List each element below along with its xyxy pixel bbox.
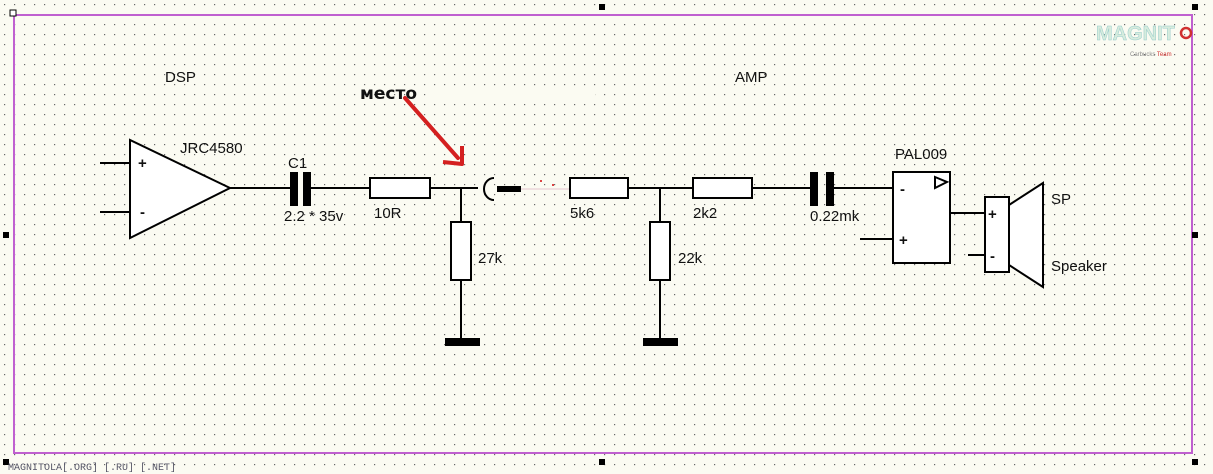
r4-value: 22k — [678, 250, 703, 267]
c2-value: 0.22mk — [810, 208, 860, 225]
amplifier-pal009[interactable]: - + — [892, 171, 951, 264]
opamp-jrc4580[interactable]: + - — [100, 138, 233, 240]
r1-value: 10R — [374, 205, 402, 222]
r2-value: 27k — [478, 250, 503, 267]
connector-plug[interactable] — [497, 186, 521, 192]
ground-symbol — [445, 338, 480, 346]
svg-text:MAGNIT: MAGNIT — [1096, 23, 1175, 45]
resistor-10r[interactable] — [369, 177, 431, 199]
speaker-name: SP — [1051, 191, 1071, 208]
opamp-plus: + — [138, 155, 147, 172]
amp-minus: - — [900, 181, 905, 198]
erased-marks — [540, 180, 554, 186]
resistor-27k[interactable] — [450, 221, 472, 281]
amp-plus: + — [899, 232, 908, 249]
resistor-2k2[interactable] — [692, 177, 753, 199]
erased-text — [430, 86, 595, 100]
capacitor-0-22mk[interactable] — [810, 172, 834, 206]
resistor-5k6[interactable] — [569, 177, 629, 199]
annotation-arrow — [403, 96, 464, 166]
watermark-logo: MAGNIT Carbucks Team — [1096, 23, 1193, 58]
connector-socket[interactable] — [483, 177, 495, 201]
speaker-sp[interactable]: + - — [984, 181, 1044, 289]
annotation-text: место — [360, 84, 417, 104]
amp-label: PAL009 — [895, 146, 947, 163]
opamp-label: JRC4580 — [180, 140, 243, 157]
speaker-minus: - — [990, 248, 995, 265]
r3-value: 5k6 — [570, 205, 594, 222]
section-label-amp: AMP — [735, 69, 768, 86]
selection-handles[interactable] — [3, 4, 1198, 465]
speaker-label: Speaker — [1051, 258, 1107, 275]
resistor-22k[interactable] — [649, 221, 671, 281]
svg-text:Carbucks Team: Carbucks Team — [1130, 52, 1172, 58]
footer-watermark: MAGNITOLA[.ORG] [.RU] [.NET] — [8, 462, 176, 474]
speaker-plus: + — [988, 206, 997, 223]
c1-label: C1 — [288, 155, 307, 172]
r5-value: 2k2 — [693, 205, 717, 222]
section-label-dsp: DSP — [165, 69, 196, 86]
capacitor-c1[interactable] — [290, 172, 311, 206]
c1-value: 2.2 * 35v — [284, 208, 344, 225]
ground-symbol — [643, 338, 678, 346]
opamp-minus: - — [140, 204, 145, 221]
